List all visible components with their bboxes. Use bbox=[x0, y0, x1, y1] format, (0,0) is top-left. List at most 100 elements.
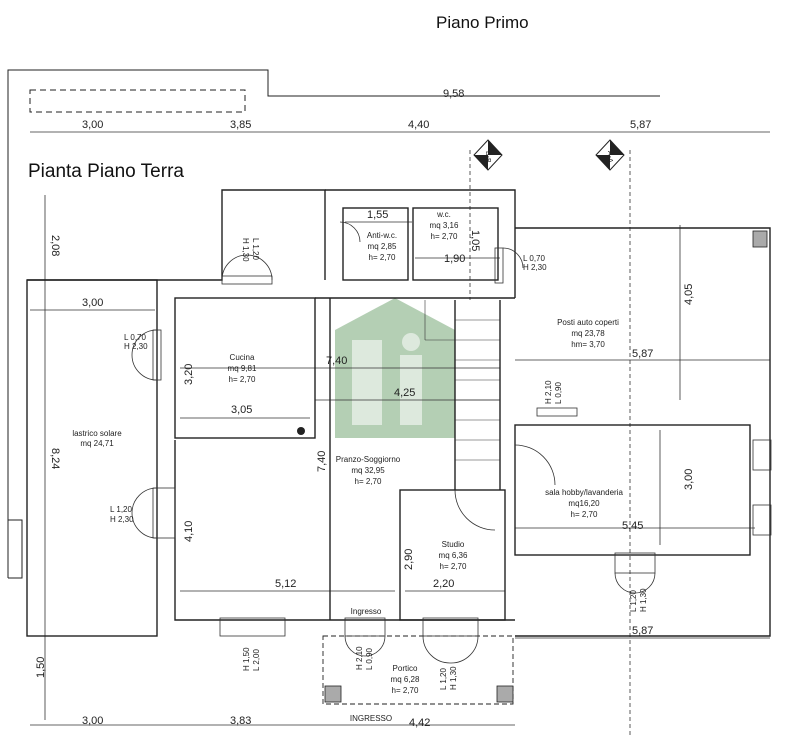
section-label-bb: B-B bbox=[484, 151, 491, 163]
svg-text:H 2,30: H 2,30 bbox=[110, 515, 134, 524]
dim-right-1: 4,05 bbox=[683, 284, 695, 305]
section-label-aa: A-A bbox=[606, 151, 613, 163]
fixture-cucina bbox=[297, 427, 305, 435]
svg-text:lastrico solare: lastrico solare bbox=[72, 429, 122, 438]
opening-label-ingresso: H 2,10 L 0,90 bbox=[355, 646, 374, 670]
dim-left-2: 8,24 bbox=[49, 448, 61, 469]
dim-lastrico-width: 3,00 bbox=[82, 297, 103, 309]
dim-soggiorno-width: 7,40 bbox=[326, 355, 347, 367]
svg-text:mq 9,81: mq 9,81 bbox=[228, 364, 257, 373]
dim-top-total: 9,58 bbox=[443, 88, 464, 100]
svg-text:H 1,30: H 1,30 bbox=[449, 666, 458, 690]
svg-text:H 2,10: H 2,10 bbox=[544, 380, 553, 404]
dim-top-1: 3,00 bbox=[82, 119, 103, 131]
svg-text:mq 32,95: mq 32,95 bbox=[351, 466, 385, 475]
svg-text:mq 6,36: mq 6,36 bbox=[439, 551, 468, 560]
dim-bottom-2: 3,83 bbox=[230, 715, 251, 727]
svg-text:Portico: Portico bbox=[393, 664, 418, 673]
openings bbox=[131, 221, 772, 664]
svg-text:H 1,30: H 1,30 bbox=[241, 238, 250, 262]
opening-label-cucina: H 1,30 L 1,20 bbox=[241, 238, 260, 262]
upper-floor-title: Piano Primo bbox=[436, 13, 529, 32]
dim-hobby-width: 5,45 bbox=[622, 520, 643, 532]
label-ingresso: Ingresso bbox=[351, 607, 382, 616]
svg-text:Anti-w.c.: Anti-w.c. bbox=[367, 231, 397, 240]
upper-floor-outline bbox=[7, 69, 660, 579]
room-cucina: Cucina mq 9,81 h= 2,70 bbox=[228, 353, 257, 384]
dim-top-3: 4,40 bbox=[408, 119, 429, 131]
svg-text:mq 3,16: mq 3,16 bbox=[430, 221, 459, 230]
svg-text:w.c.: w.c. bbox=[436, 210, 451, 219]
svg-text:H 1,50: H 1,50 bbox=[242, 647, 251, 671]
dim-garage-width: 5,87 bbox=[632, 348, 653, 360]
svg-text:L 0,90: L 0,90 bbox=[365, 648, 374, 670]
dim-left-1: 2,08 bbox=[49, 235, 61, 256]
dim-bottom-3: 4,42 bbox=[409, 717, 430, 729]
opening-label-left-bottom: L 1,20 H 2,30 bbox=[110, 505, 134, 524]
svg-text:hm= 3,70: hm= 3,70 bbox=[571, 340, 605, 349]
svg-text:L 2,00: L 2,00 bbox=[252, 649, 261, 671]
dim-bottom-1: 3,00 bbox=[82, 715, 103, 727]
svg-text:h= 2,70: h= 2,70 bbox=[369, 253, 396, 262]
svg-text:H 2,30: H 2,30 bbox=[124, 342, 148, 351]
room-posti: Posti auto coperti mq 23,78 hm= 3,70 bbox=[557, 318, 619, 349]
svg-text:L 1,20: L 1,20 bbox=[439, 668, 448, 690]
svg-text:h= 2,70: h= 2,70 bbox=[431, 232, 458, 241]
dim-studio-width: 2,20 bbox=[433, 578, 454, 590]
svg-text:mq 6,28: mq 6,28 bbox=[391, 675, 420, 684]
dim-lower-width: 5,12 bbox=[275, 578, 296, 590]
svg-text:sala hobby/lavanderia: sala hobby/lavanderia bbox=[545, 488, 623, 497]
room-portico: Portico mq 6,28 h= 2,70 bbox=[391, 664, 420, 695]
dim-left-3: 1,50 bbox=[35, 657, 47, 678]
svg-text:mq 2,85: mq 2,85 bbox=[368, 242, 397, 251]
opening-label-portico: L 1,20 H 1,30 bbox=[439, 666, 458, 690]
dim-lower-left-height: 4,10 bbox=[183, 521, 195, 542]
svg-text:H 2,30: H 2,30 bbox=[523, 263, 547, 272]
room-lastrico: lastrico solare mq 24,71 bbox=[72, 429, 122, 448]
svg-text:Studio: Studio bbox=[442, 540, 465, 549]
svg-text:L 0,70: L 0,70 bbox=[124, 333, 146, 342]
dim-stair-width: 4,25 bbox=[394, 387, 415, 399]
svg-text:Pranzo-Soggiorno: Pranzo-Soggiorno bbox=[336, 455, 401, 464]
dim-right-2: 3,00 bbox=[683, 469, 695, 490]
svg-text:mq16,20: mq16,20 bbox=[568, 499, 600, 508]
svg-text:Posti auto coperti: Posti auto coperti bbox=[557, 318, 619, 327]
svg-text:L 1,20: L 1,20 bbox=[110, 505, 132, 514]
opening-label-left-top: L 0,70 H 2,30 bbox=[124, 333, 148, 351]
svg-text:H 1,30: H 1,30 bbox=[639, 588, 648, 612]
svg-text:Cucina: Cucina bbox=[230, 353, 255, 362]
svg-text:mq 23,78: mq 23,78 bbox=[571, 329, 605, 338]
section-marker-aa bbox=[595, 139, 625, 171]
dim-antiwc-width: 1,55 bbox=[367, 209, 388, 221]
svg-text:H 2,10: H 2,10 bbox=[355, 646, 364, 670]
dim-cucina-height: 3,20 bbox=[183, 364, 195, 385]
svg-text:h= 2,70: h= 2,70 bbox=[571, 510, 598, 519]
opening-label-bottom-left: H 1,50 L 2,00 bbox=[242, 647, 261, 671]
room-hobby: sala hobby/lavanderia mq16,20 h= 2,70 bbox=[545, 488, 623, 519]
opening-label-hobby-top: H 2,10 L 0,90 bbox=[544, 380, 563, 404]
room-soggiorno: Pranzo-Soggiorno mq 32,95 h= 2,70 bbox=[336, 455, 401, 486]
dim-wc-width: 1,90 bbox=[444, 253, 465, 265]
opening-label-wc: L 0,70 H 2,30 bbox=[523, 254, 547, 272]
svg-text:L 0,70: L 0,70 bbox=[523, 254, 545, 263]
ground-floor-title: Pianta Piano Terra bbox=[28, 161, 184, 182]
room-antiwc: Anti-w.c. mq 2,85 h= 2,70 bbox=[367, 231, 397, 262]
dimension-lines bbox=[30, 131, 770, 736]
dim-soggiorno-height: 7,40 bbox=[316, 451, 328, 472]
svg-text:L 1,20: L 1,20 bbox=[629, 590, 638, 612]
dim-cucina-width: 3,05 bbox=[231, 404, 252, 416]
svg-text:h= 2,70: h= 2,70 bbox=[392, 686, 419, 695]
staircase bbox=[424, 300, 500, 461]
svg-text:h= 2,70: h= 2,70 bbox=[440, 562, 467, 571]
svg-text:L 1,20: L 1,20 bbox=[251, 238, 260, 260]
dim-top-4: 5,87 bbox=[630, 119, 651, 131]
room-wc: w.c. mq 3,16 h= 2,70 bbox=[430, 210, 459, 241]
svg-text:L 0,90: L 0,90 bbox=[554, 382, 563, 404]
dim-top-2: 3,85 bbox=[230, 119, 251, 131]
svg-text:mq 24,71: mq 24,71 bbox=[80, 439, 114, 448]
svg-text:h= 2,70: h= 2,70 bbox=[229, 375, 256, 384]
section-marker-bb bbox=[473, 139, 503, 171]
dim-studio-height: 2,90 bbox=[403, 549, 415, 570]
label-ingresso-main: INGRESSO bbox=[350, 714, 392, 723]
